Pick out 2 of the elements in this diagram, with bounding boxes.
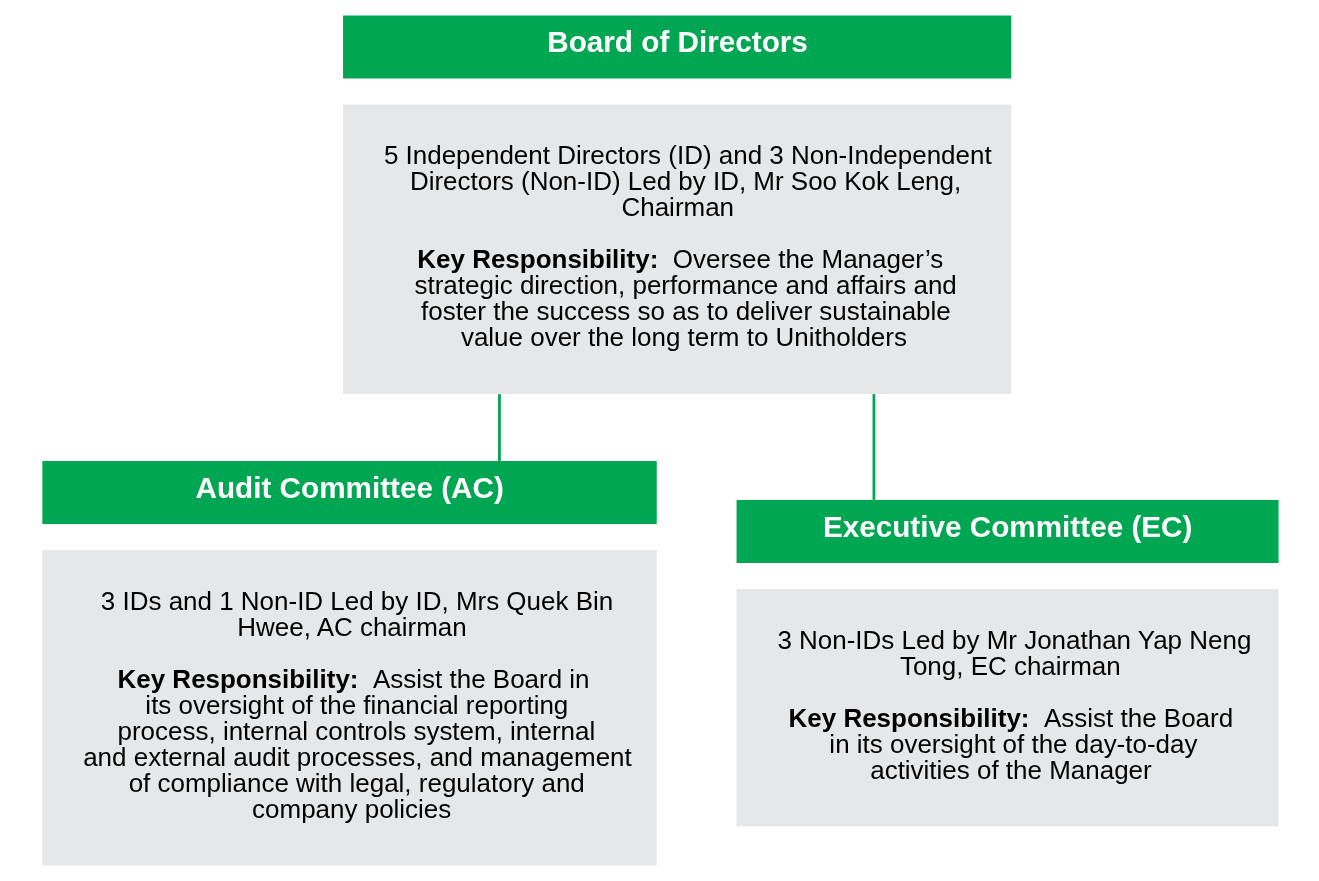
connector (497, 394, 501, 461)
connector (872, 394, 875, 500)
